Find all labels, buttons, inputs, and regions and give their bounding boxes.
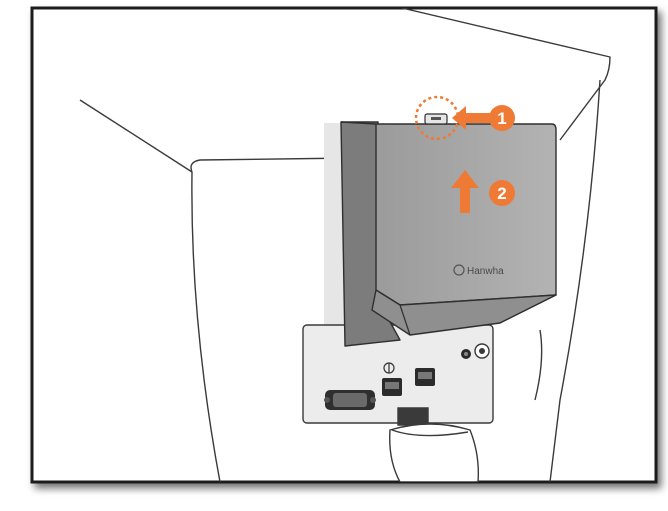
mount-strip [324, 123, 344, 355]
hdmi-port-2-icon [415, 368, 435, 386]
io-panel [302, 324, 494, 424]
vga-port-icon [324, 390, 376, 410]
hdmi-port-1-icon [382, 378, 402, 396]
monitor-back [79, 8, 611, 482]
arrow-up-icon [451, 170, 479, 213]
step-1-number: 1 [497, 109, 506, 128]
step-1-indicator: 1 [414, 95, 515, 141]
arrow-left-icon [452, 106, 492, 130]
power-symbol-icon [383, 362, 395, 374]
dc-jack-icon [474, 343, 490, 359]
audio-jack-icon [461, 349, 471, 359]
mount-cover [340, 113, 557, 347]
brand-mark-icon [453, 264, 465, 276]
brand-logo: Hanwha [453, 264, 504, 277]
step-2-number: 2 [497, 184, 506, 203]
stand-neck [389, 407, 480, 482]
brand-name: Hanwha [467, 266, 504, 277]
step-1-badge [489, 105, 515, 131]
latch-tab-icon [424, 113, 448, 125]
step-2-indicator: 2 [451, 170, 515, 213]
step-2-badge [489, 180, 515, 206]
